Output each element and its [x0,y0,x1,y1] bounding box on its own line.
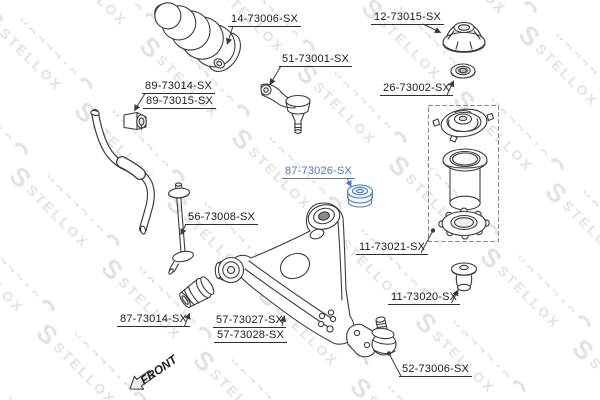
part-label-26-73002-sx: 26-73002-SX [380,82,454,96]
part-label-87-73026-sx[interactable]: 87-73026-SX [282,165,356,179]
ball-joint-drawing [346,316,397,358]
part-label-14-73006-sx: 14-73006-SX [228,13,302,27]
leader-line-26-73002 [446,80,455,96]
leader-lines [134,23,459,377]
leader-line-51-73001 [269,65,282,86]
leader-line-56-73008 [180,223,187,236]
leader-line-89-73014 [134,93,146,112]
leader-dot-52-73006 [386,351,392,356]
control-arm-drawing [214,202,355,345]
spring-seat-drawing [432,108,495,143]
leader-line-11-73021 [420,231,433,254]
leader-line-14-73006 [225,25,234,45]
dust-cover-kit-box [428,105,499,242]
tie-rod-end-drawing [260,83,311,134]
leader-line-87-73014 [184,312,191,327]
part-label-87-73014-sx: 87-73014-SX [117,313,191,327]
leader-dot-11-73021 [430,228,436,233]
leader-line-52-73006 [389,354,402,377]
leader-line-57-73027 [279,315,287,327]
part-label-89-73015-sx: 89-73015-SX [143,95,217,109]
spring-seat-ring-drawing [438,207,490,240]
front-direction-arrow [129,370,155,390]
leader-line-87-73026 [345,177,352,188]
arm-front-bushing-drawing [179,276,215,308]
control-arm-rear-bushing-drawing[interactable] [346,184,374,208]
part-label-12-73015-sx: 12-73015-SX [371,11,445,25]
part-label-57-73028-sx: 57-73028-SX [214,329,288,343]
stabilizer-bar-drawing [90,109,155,235]
part-label-56-73008-sx: 56-73008-SX [185,211,259,225]
strut-bearing-drawing [450,63,476,79]
part-label-89-73014-sx: 89-73014-SX [142,80,216,94]
part-label-51-73001-sx: 51-73001-SX [279,53,353,67]
part-label-52-73006-sx: 52-73006-SX [399,363,473,377]
leader-line-11-73020 [451,289,459,304]
bump-stop-drawing [450,262,478,292]
stabilizer-bushing-drawing [123,111,147,131]
part-label-11-73020-sx: 11-73020-SX [388,291,461,305]
dust-boot-drawing [442,148,488,211]
part-label-57-73027-sx: 57-73027-SX [213,314,287,328]
leader-line-12-73015 [422,23,442,33]
steering-rack-boot-drawing [154,2,242,73]
part-label-11-73021-sx: 11-73021-SX [356,241,429,255]
strut-mount-drawing [442,21,486,53]
stabilizer-link-drawing [167,182,194,275]
